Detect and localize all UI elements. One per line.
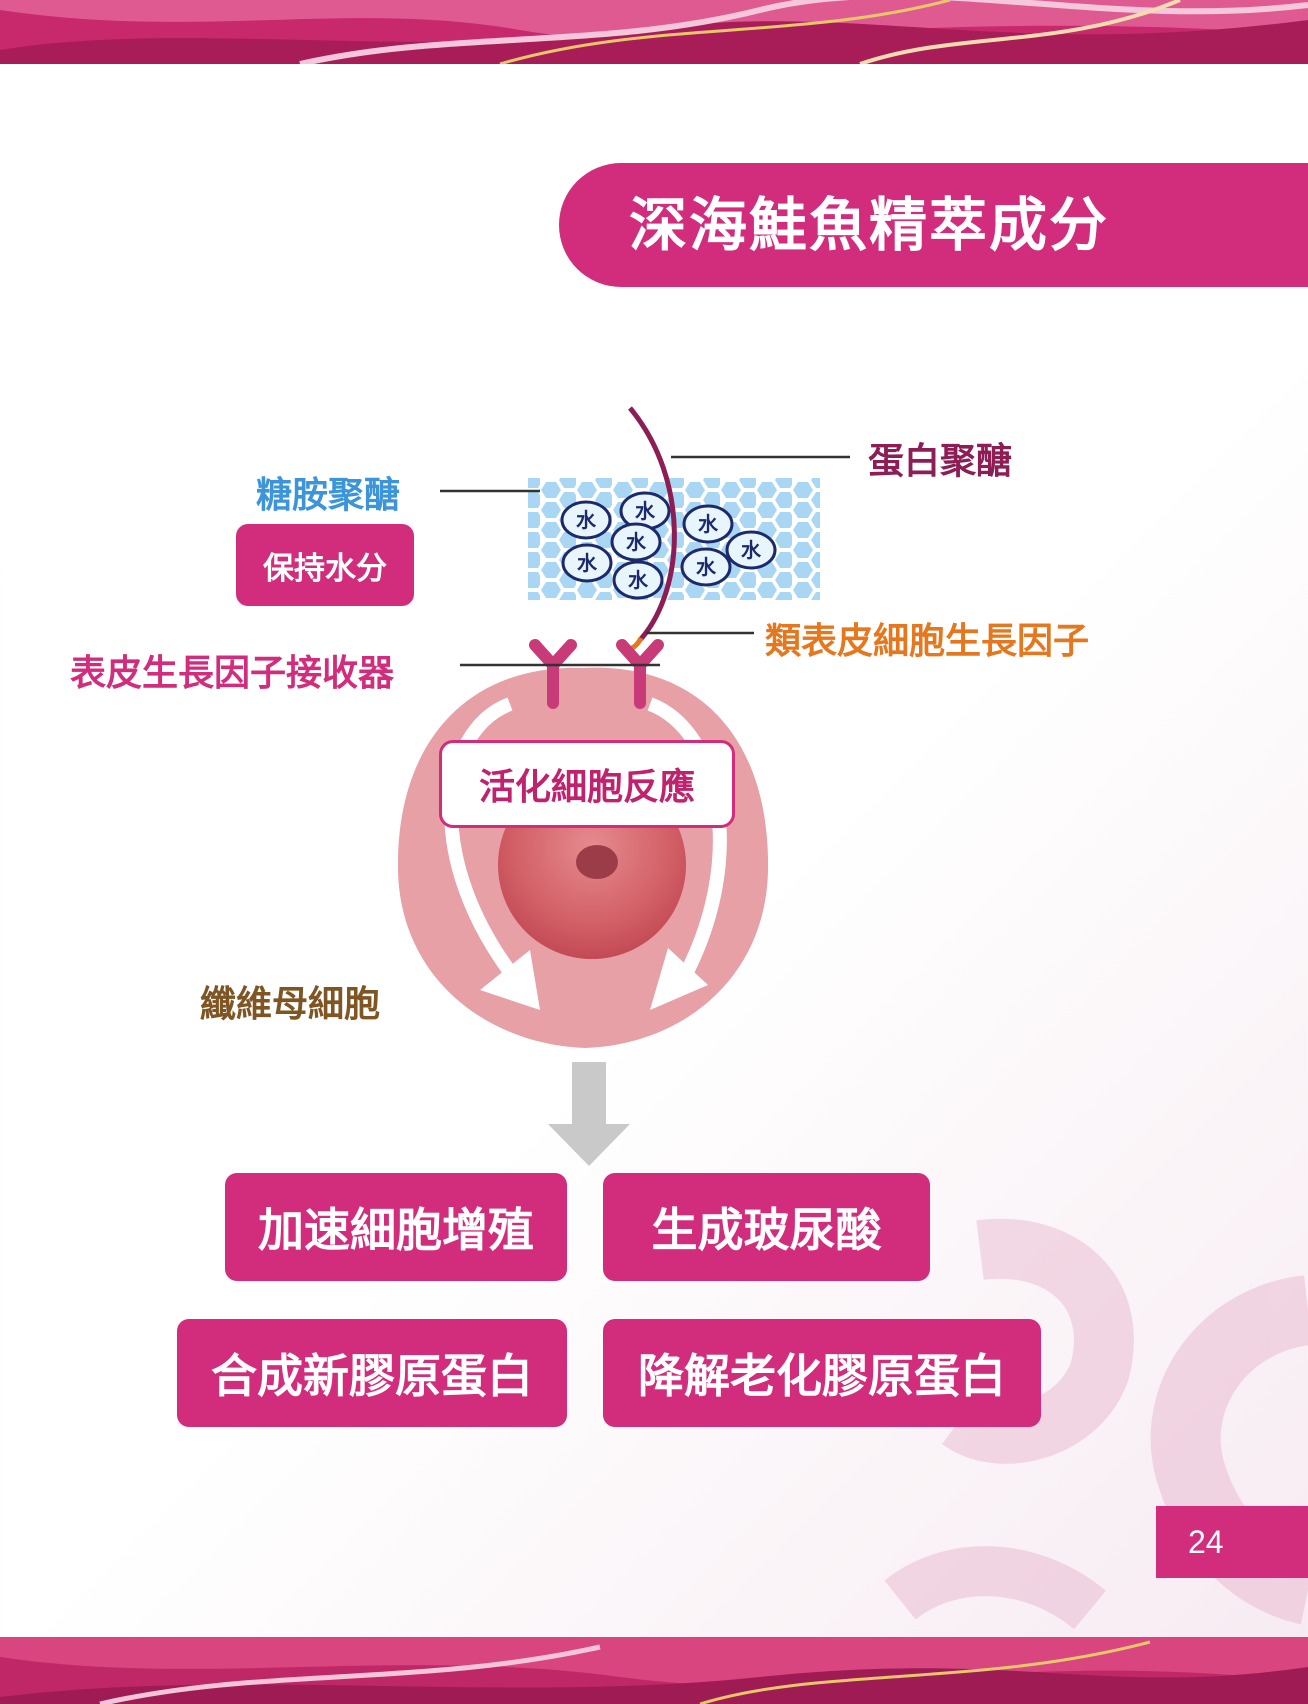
svg-text:水: 水 <box>696 555 717 579</box>
egf-receptor-left <box>529 639 577 709</box>
svg-text:水: 水 <box>576 508 597 532</box>
page-title: 深海鮭魚精萃成分 <box>629 191 1110 259</box>
proteoglycan-label: 蛋白聚醣 <box>868 441 1013 482</box>
water-molecule: 水 <box>725 530 777 570</box>
water-molecule: 水 <box>610 522 662 562</box>
left-arrowhead <box>480 950 540 1010</box>
svg-text:水: 水 <box>698 512 719 536</box>
water-molecule: 水 <box>560 500 612 540</box>
leader-lines <box>440 455 850 667</box>
water-molecules: 水 水 水 水 水 水 水 水 <box>560 491 777 600</box>
activate-cell-response-box: 活化細胞反應 <box>439 740 735 828</box>
result-new-collagen: 合成新膠原蛋白 <box>177 1319 567 1427</box>
svg-text:水: 水 <box>635 499 656 523</box>
svg-text:水: 水 <box>577 551 598 575</box>
page-number: 24 <box>1188 1524 1224 1560</box>
fibroblast-label: 纖維母細胞 <box>200 984 381 1025</box>
svg-text:水: 水 <box>626 530 647 554</box>
down-arrow <box>548 1062 630 1166</box>
right-arrowhead <box>650 948 708 1010</box>
water-molecule: 水 <box>561 543 613 583</box>
top-decorative-band <box>0 0 1308 64</box>
fibroblast-cell <box>397 667 769 1048</box>
page-number-box <box>1156 1506 1308 1578</box>
water-molecule: 水 <box>612 560 664 600</box>
water-molecule: 水 <box>682 504 734 544</box>
result-degrade-old-collagen: 降解老化膠原蛋白 <box>603 1319 1041 1427</box>
bottom-decorative-band <box>0 1637 1308 1704</box>
svg-text:水: 水 <box>741 538 762 562</box>
water-molecule: 水 <box>680 547 732 587</box>
gag-label: 糖胺聚醣 <box>256 475 401 516</box>
egf-label: 類表皮細胞生長因子 <box>765 621 1090 662</box>
egf-receptor-label: 表皮生長因子接收器 <box>70 653 395 694</box>
result-hyaluronic-acid: 生成玻尿酸 <box>603 1173 930 1281</box>
nucleolus <box>576 845 618 879</box>
proteoglycan-core <box>628 406 677 642</box>
keep-water-badge: 保持水分 <box>236 524 414 606</box>
title-banner <box>559 163 1308 287</box>
svg-text:水: 水 <box>628 568 649 592</box>
result-accelerate-proliferation: 加速細胞增殖 <box>225 1173 567 1281</box>
egf-receptor-right <box>616 639 664 709</box>
